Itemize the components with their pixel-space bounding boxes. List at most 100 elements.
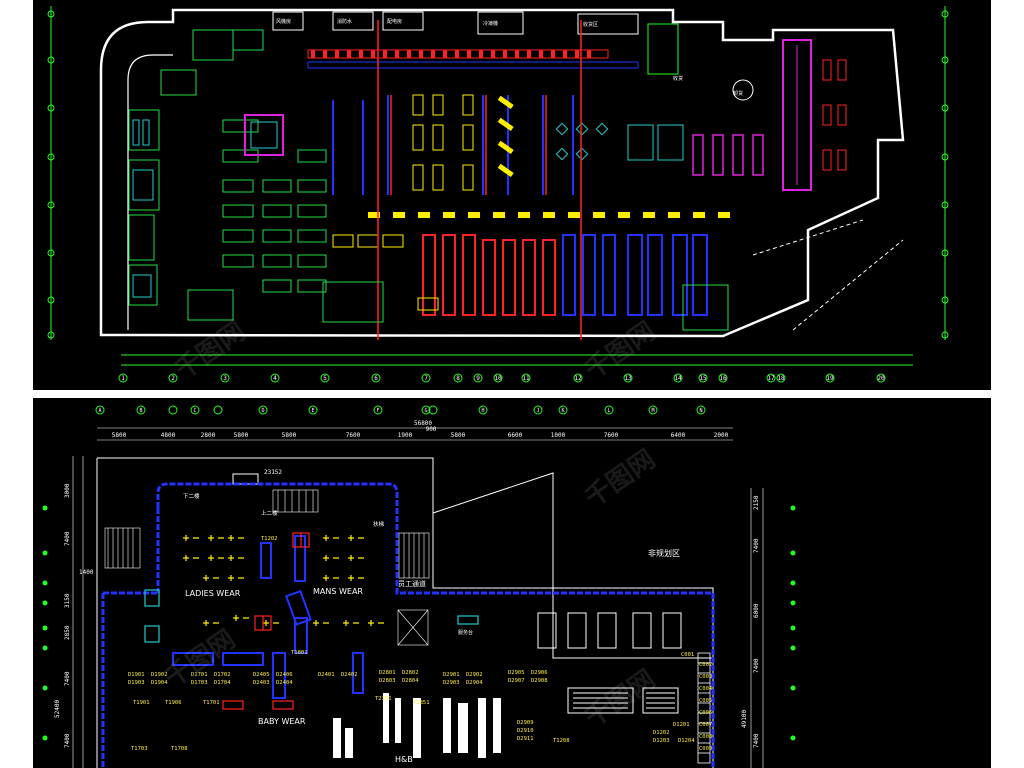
axis-number: 18 [777, 375, 785, 382]
axis-letter: K [561, 408, 564, 414]
right-dimension: 7400 [753, 538, 760, 553]
fixture-code: D2801 [379, 670, 396, 676]
axis-letter: G [424, 408, 427, 414]
red-fixtures [222, 532, 310, 710]
axis-number: 6 [374, 375, 378, 382]
axis-number: 20 [877, 375, 885, 382]
axis-number: 3 [223, 375, 227, 382]
right-axis-dots [790, 505, 796, 741]
yellow-display-row [368, 212, 730, 218]
area-label-hb: H&B [395, 755, 413, 764]
axis-number: 7 [424, 375, 428, 382]
left-axis-dots [42, 505, 48, 741]
fixture-code: D2906 [531, 670, 548, 676]
left-dimension-lines [72, 456, 84, 768]
axis-letter: H [481, 408, 484, 414]
left-dimension: 3000 [64, 483, 71, 498]
fixture-code: D1904 [151, 680, 168, 686]
segment-dimension: 1000 [551, 432, 566, 439]
fixture-code: D2402 [341, 672, 358, 678]
floor-plan-bottom: A B C D E F G H J K L M N 56800 5800 480… [33, 398, 991, 768]
top-bottom-axis-numbers: 1 2 3 4 5 6 7 8 9 10 11 12 13 14 15 16 1… [118, 373, 886, 383]
back-rooms [272, 11, 679, 75]
area-label-stair-up: 上二楼 [261, 509, 278, 517]
left-cyan-fixtures [132, 119, 154, 298]
fixture-code: T1801 [291, 650, 308, 656]
fixture-code: T1202 [261, 536, 278, 542]
area-label-escalator: 扶梯 [373, 520, 385, 528]
axis-number: 5 [323, 375, 327, 382]
segment-dimensions: 5800 4800 2800 5800 5800 7600 1900 900 5… [112, 426, 729, 439]
axis-number: 14 [674, 375, 682, 382]
fixture-code: D2401 [318, 672, 335, 678]
axis-number: 12 [574, 375, 582, 382]
segment-dimension: 6600 [508, 432, 523, 439]
watermark: 千图网 [580, 444, 661, 513]
axis-number: 4 [273, 375, 277, 382]
upper-gondolas-red [390, 95, 547, 195]
axis-letter: E [311, 408, 314, 414]
fixture-code: C003 [699, 674, 712, 680]
fixture-code: D1203 [653, 738, 670, 744]
axis-number: 2 [171, 375, 175, 382]
fixture-code: D2901 [443, 672, 460, 678]
room-labels: 风機房 消防水 配电房 冷凍機 收货区 收货 卸货 [276, 18, 743, 97]
left-dimension: 7400 [64, 671, 71, 686]
upper-gondolas-blue [332, 95, 574, 195]
segment-dimension: 1900 [398, 432, 413, 439]
fixture-code: T1901 [133, 700, 150, 706]
upper-gondolas-yellow [412, 94, 474, 191]
fixture-code: D2908 [531, 678, 548, 684]
fixture-code: C007 [699, 722, 712, 728]
produce-tables [222, 119, 327, 293]
right-storage-rack [782, 39, 812, 191]
axis-number: 19 [826, 375, 834, 382]
fixture-code: C009 [699, 746, 712, 752]
fixture-code: D1901 [128, 672, 145, 678]
fixture-code: D2903 [443, 680, 460, 686]
fixture-code: T1703 [131, 746, 148, 752]
right-dimension: 7400 [753, 733, 760, 748]
top-plan-drawing: 风機房 消防水 配电房 冷凍機 收货区 收货 卸货 [47, 6, 949, 386]
axis-letter: A [98, 408, 101, 414]
fixture-code: D2403 [253, 680, 270, 686]
watermark: 千图网 [580, 664, 661, 733]
fixture-code: D2902 [466, 672, 483, 678]
axis-number: 9 [476, 375, 480, 382]
fixture-code: D2904 [466, 680, 483, 686]
clothing-racks [183, 535, 384, 626]
segment-dimension: 7600 [346, 432, 361, 439]
column-letter-bubbles [95, 405, 706, 415]
segment-dimension: 2800 [201, 432, 216, 439]
left-dimensions: 3000 7400 1400 3150 2850 7400 7400 52400 [54, 483, 94, 748]
left-dimension: 1400 [79, 569, 94, 576]
fixture-code: D1201 [673, 722, 690, 728]
segment-dimension: 5800 [112, 432, 127, 439]
blue-gondolas [172, 535, 364, 699]
top-left-axis-bubbles [47, 10, 949, 339]
watermark: 千图网 [170, 316, 251, 385]
column-letters: A B C D E F G H J K L M N [98, 408, 702, 414]
top-axis-frame [50, 6, 946, 366]
area-label-mens: MANS WEAR [313, 587, 363, 596]
fixture-code: D2802 [402, 670, 419, 676]
fixture-code: T2851 [413, 700, 430, 706]
segment-dimension: 5800 [282, 432, 297, 439]
room-label: 冷凍機 [483, 20, 498, 27]
fixture-code: D1902 [151, 672, 168, 678]
area-label-staff-passage: 员工通道 [398, 579, 426, 588]
building-outline [99, 8, 905, 338]
left-dimension: 7400 [64, 531, 71, 546]
top-span-dimension: 23152 [264, 469, 282, 476]
segment-dimension: 6400 [671, 432, 686, 439]
area-labels: LADIES WEAR MANS WEAR BABY WEAR H&B 员工通道… [183, 492, 680, 764]
building-outline [96, 457, 714, 768]
area-label-service: 服务台 [458, 629, 473, 636]
axis-number: 1 [121, 375, 125, 382]
fixture-codes: T1202 T1801 D1901 D1902 D1903 D1904 D170… [128, 536, 713, 752]
area-label-baby: BABY WEAR [258, 717, 306, 726]
total-left-dimension: 52400 [54, 700, 61, 718]
fixture-code: T1701 [203, 700, 220, 706]
stair-hatches [104, 489, 430, 646]
room-label: 消防水 [337, 18, 352, 25]
